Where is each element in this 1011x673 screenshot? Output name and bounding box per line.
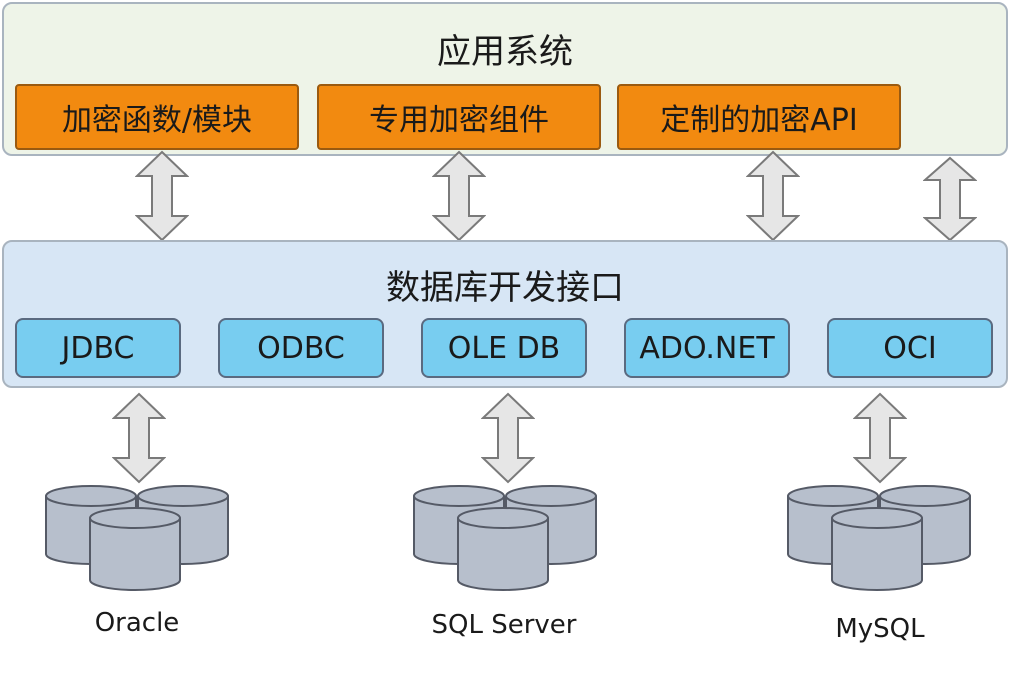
double-arrow-icon [746,150,800,242]
interface-odbc: ODBC [218,318,384,378]
application-layer-title: 应用系统 [437,32,573,72]
double-arrow-icon [432,150,486,242]
double-arrow-icon [481,392,535,484]
double-arrow-icon [112,392,166,484]
interface-ole-db: OLE DB [421,318,587,378]
interface-jdbc: JDBC [15,318,181,378]
database-interface-layer-title: 数据库开发接口 [386,268,624,308]
interface-oci: OCI [827,318,993,378]
double-arrow-icon [853,392,907,484]
double-arrow-icon [923,156,977,242]
database-cylinders-icon [787,485,971,591]
component-encryption-functions: 加密函数/模块 [15,84,299,150]
database-cylinders-icon [413,485,597,591]
component-dedicated-encryption: 专用加密组件 [317,84,601,150]
double-arrow-icon [135,150,189,242]
database-label-oracle: Oracle [94,608,180,638]
database-label-sql-server: SQL Server [431,610,577,640]
database-label-mysql: MySQL [835,614,925,644]
interface-ado-net: ADO.NET [624,318,790,378]
database-cylinders-icon [45,485,229,591]
component-custom-encryption-api: 定制的加密API [617,84,901,150]
